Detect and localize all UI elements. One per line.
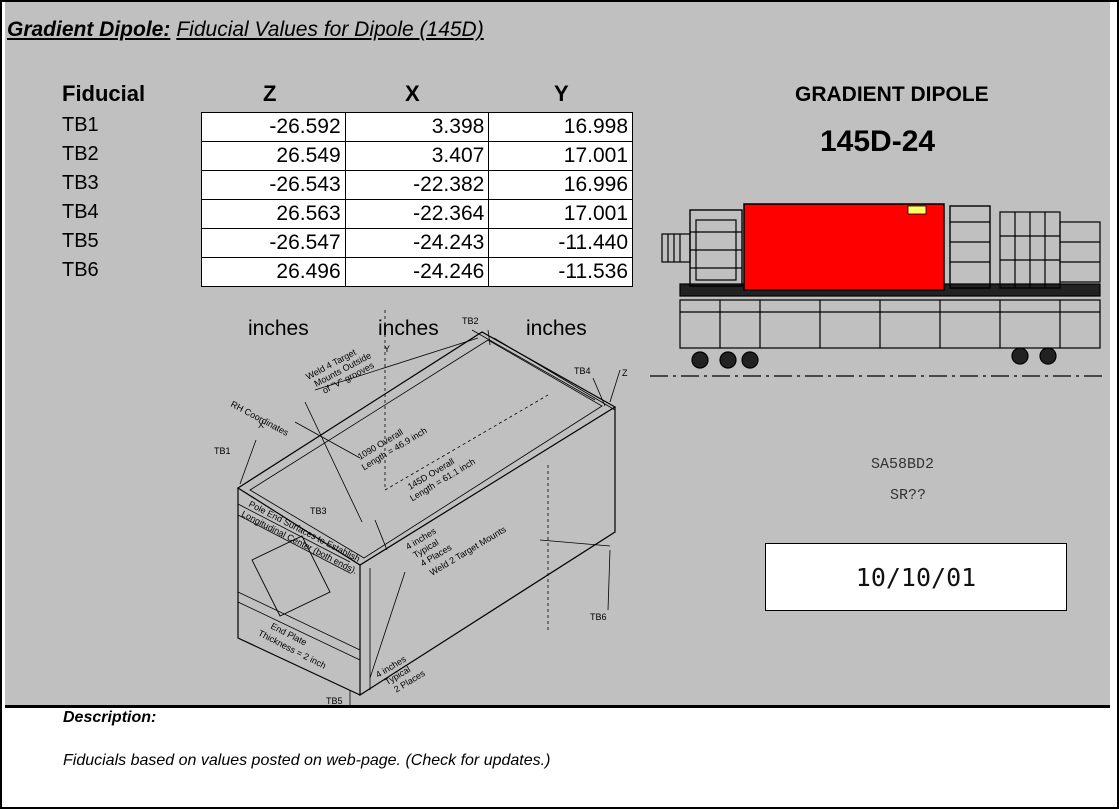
page-title-bold: Gradient Dipole: — [7, 18, 171, 41]
cell-y: 16.996 — [488, 170, 633, 200]
diagram-rh-coordinates: RH Coordinates — [229, 399, 291, 438]
cell-x: -24.243 — [344, 228, 490, 258]
right-coil-assembly — [949, 205, 991, 289]
cell-y: 16.998 — [488, 112, 633, 142]
table-row: 26.563 -22.364 17.001 — [201, 199, 633, 229]
support-wheel — [691, 351, 709, 369]
cell-x: -22.382 — [344, 170, 490, 200]
cell-y: 17.001 — [488, 199, 633, 229]
unit-label-y: inches — [526, 317, 587, 340]
magnet-id: 145D-24 — [820, 125, 936, 158]
diagram-label-tb3: TB3 — [310, 506, 327, 516]
table-row: -26.543 -22.382 16.996 — [201, 170, 633, 200]
magnet-assembly-drawing — [650, 203, 1105, 377]
diagram-pole-end-line2: Longitudinal Center (both ends). — [240, 509, 359, 576]
diagram-label-tb4: TB4 — [574, 366, 591, 376]
page-title-subtitle: Fiducial Values for Dipole (145D) — [176, 18, 484, 41]
box-end-face — [237, 488, 361, 696]
dipole-magnet-body — [743, 203, 945, 291]
diagram-label-tb2: TB2 — [462, 316, 479, 326]
support-wheel — [1011, 347, 1029, 365]
table-row: -26.547 -24.243 -11.440 — [201, 228, 633, 258]
description-text: Fiducials based on values posted on web-… — [63, 752, 551, 769]
left-bellows — [661, 233, 691, 263]
row-label-tb2: TB2 — [62, 143, 99, 165]
cell-y: -11.536 — [488, 257, 633, 287]
cell-z: -26.592 — [201, 112, 346, 142]
cell-z: 26.496 — [201, 257, 346, 287]
fiducial-panel: Gradient Dipole:Fiducial Values for Dipo… — [5, 2, 1110, 708]
cell-z: 26.563 — [201, 199, 346, 229]
diagram-label-tb6: TB6 — [590, 612, 607, 622]
fiducial-table: -26.592 3.398 16.998 26.549 3.407 17.001… — [201, 112, 633, 287]
col-header-fiducial: Fiducial — [62, 81, 146, 106]
diagram-axis-y: Y — [384, 344, 390, 354]
cell-x: -24.246 — [344, 257, 490, 287]
page-title: Gradient Dipole:Fiducial Values for Dipo… — [7, 18, 484, 42]
diagram-label-tb1: TB1 — [214, 446, 231, 456]
cell-z: -26.547 — [201, 228, 346, 258]
magnet-id-tag — [907, 205, 927, 215]
table-row: 26.549 3.407 17.001 — [201, 141, 633, 171]
unit-label-x: inches — [378, 317, 439, 340]
fiducial-diagram: TB2 TB4 TB1 TB3 TB5 TB6 Y Z X RH Coordin… — [214, 310, 628, 705]
table-row: 26.496 -24.246 -11.536 — [201, 257, 633, 287]
support-frame — [679, 299, 1101, 349]
row-label-tb5: TB5 — [62, 230, 99, 252]
cell-z: -26.543 — [201, 170, 346, 200]
cell-x: 3.407 — [344, 141, 490, 171]
cell-y: -11.440 — [488, 228, 633, 258]
col-header-y: Y — [554, 81, 569, 106]
cell-z: 26.549 — [201, 141, 346, 171]
row-label-tb6: TB6 — [62, 259, 99, 281]
end-plate-notch — [251, 535, 331, 617]
magnet-code-primary: SA58BD2 — [871, 456, 935, 473]
support-wheel — [719, 351, 737, 369]
cell-x: -22.364 — [344, 199, 490, 229]
left-coil-assembly — [689, 209, 743, 287]
box-front-edges — [359, 407, 616, 697]
row-label-tb4: TB4 — [62, 201, 99, 223]
table-row: -26.592 3.398 16.998 — [201, 112, 633, 142]
diagram-axis-z: Z — [622, 368, 628, 378]
cell-y: 17.001 — [488, 141, 633, 171]
description-label: Description: — [63, 709, 157, 726]
support-wheel — [1039, 347, 1057, 365]
diagram-axis-x: X — [258, 420, 264, 430]
date-box: 10/10/01 — [765, 543, 1067, 611]
col-header-x: X — [405, 81, 420, 106]
diagram-label-tb5: TB5 — [326, 696, 343, 705]
col-header-z: Z — [263, 81, 277, 106]
right-end-assembly — [1059, 221, 1101, 283]
cell-x: 3.398 — [344, 112, 490, 142]
support-wheel — [741, 351, 759, 369]
box-inner-top — [249, 339, 603, 559]
unit-label-z: inches — [248, 317, 309, 340]
magnet-code-secondary: SR?? — [890, 487, 927, 504]
magnet-title: GRADIENT DIPOLE — [795, 83, 989, 106]
row-label-tb1: TB1 — [62, 114, 99, 136]
row-label-tb3: TB3 — [62, 172, 99, 194]
